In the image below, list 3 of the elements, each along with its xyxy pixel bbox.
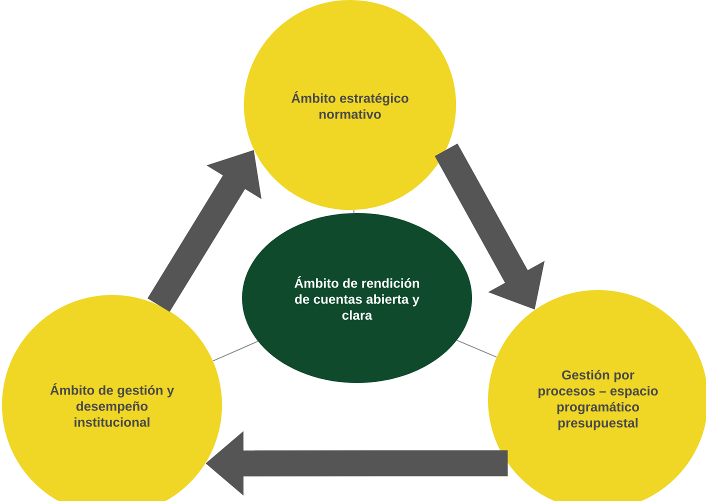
connector-line xyxy=(353,210,354,214)
connector-line xyxy=(212,340,258,362)
connector-line xyxy=(456,340,498,358)
